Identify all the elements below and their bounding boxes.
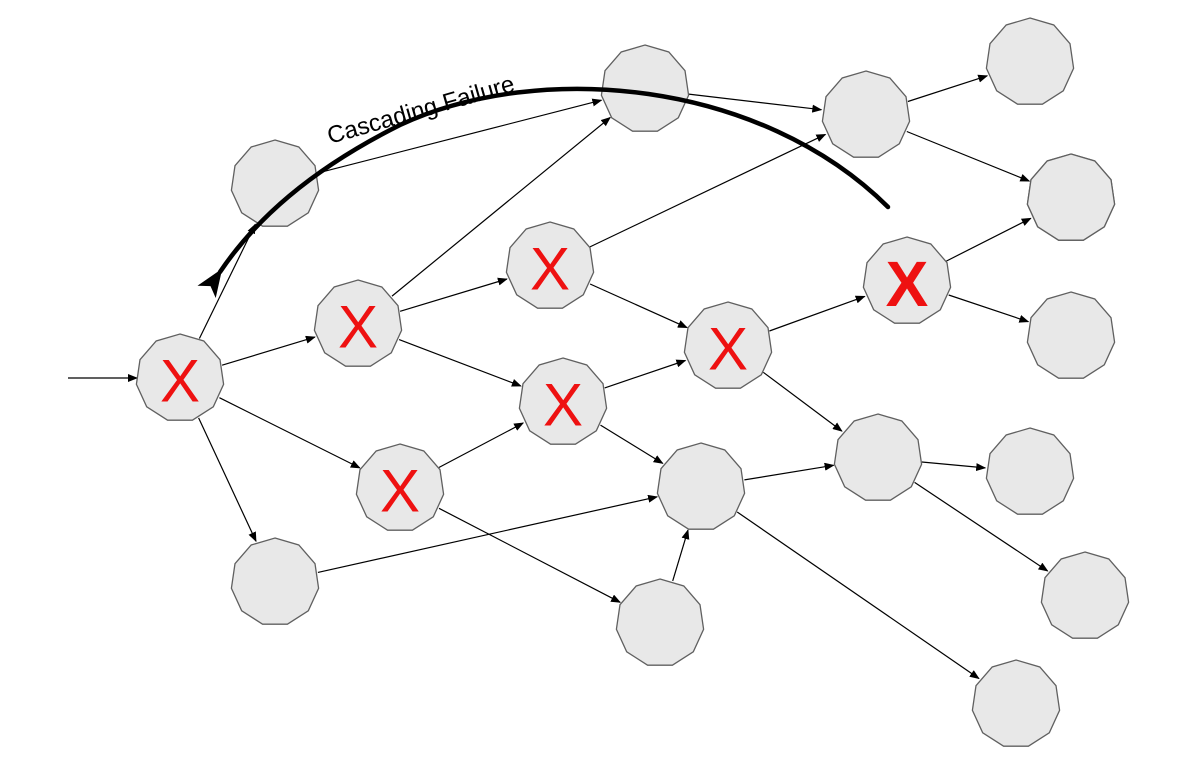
node-shape (135, 333, 225, 421)
edge-upper-right-a-to-top-right-b (906, 130, 1031, 182)
edge-mid-lower-to-bottom-mid (438, 507, 621, 603)
edge-center-upper-to-center-right (589, 283, 688, 329)
node-upper-left (230, 139, 320, 227)
node-shape (862, 236, 952, 324)
node-lower-left (230, 537, 320, 625)
edge-mid-upper-to-center-lower (398, 339, 522, 387)
edge-entry-to-upper-left (198, 223, 256, 339)
node-mid-lower: X (355, 443, 445, 531)
edge-bottom-mid-to-hub-lower (672, 529, 690, 582)
failure-x-mark: X (530, 236, 570, 303)
edge-hub-lower-to-right-hub (744, 462, 835, 481)
node-shape (821, 70, 911, 158)
node-shape (600, 44, 690, 132)
edge-center-right-to-right-hub (762, 371, 843, 432)
node-shape (518, 357, 608, 445)
edge-mid-upper-to-top (391, 116, 611, 297)
node-far-right-2 (1026, 291, 1116, 379)
node-upper-right-a (821, 70, 911, 158)
node-center-right: X (683, 301, 773, 389)
failure-x-mark: X (380, 458, 420, 525)
node-shape (313, 279, 403, 367)
cascade-arrow (197, 86, 891, 299)
failure-x-mark: X (338, 294, 378, 361)
node-right-hub (833, 413, 923, 501)
node-far-bottom (971, 659, 1061, 747)
node-shape (985, 17, 1075, 105)
node-far-right-1 (1026, 153, 1116, 241)
node-hub-lower (656, 442, 746, 530)
node-entry: X (135, 333, 225, 421)
edge-right-failed-to-far-right-1 (946, 217, 1032, 262)
edge-entry-to-mid-lower (219, 397, 361, 469)
failure-x-mark: X (160, 348, 200, 415)
node-shape (1026, 153, 1116, 241)
node-top-right-a (985, 17, 1075, 105)
node-shape (1040, 551, 1130, 639)
node-shape (833, 413, 923, 501)
edge-mid-lower-to-center-lower (438, 422, 525, 469)
node-right-failed: X (862, 236, 952, 324)
failure-x-mark: X (708, 316, 748, 383)
edge-entry-to-mid-upper (221, 335, 316, 366)
node-layer: X X X X X X X (135, 17, 1130, 747)
node-bottom-mid (615, 578, 705, 666)
edge-entry-to-lower-left (198, 417, 257, 543)
edge-hub-lower-to-far-bottom (736, 511, 980, 680)
failure-x-mark: X (886, 248, 929, 320)
edge-center-right-to-right-failed (769, 295, 866, 332)
failure-x-mark: X (543, 372, 583, 439)
edge-upper-right-a-to-top-right-a (907, 74, 989, 103)
node-shape (985, 427, 1075, 515)
node-shape (683, 301, 773, 389)
node-shape (230, 537, 320, 625)
node-shape (230, 139, 320, 227)
node-shape (505, 221, 595, 309)
edge-layer (198, 74, 1049, 680)
node-shape (355, 443, 445, 531)
edge-mid-upper-to-center-upper (399, 277, 508, 312)
node-far-right-3 (985, 427, 1075, 515)
edge-lower-left-to-hub-lower (317, 494, 659, 573)
edge-right-hub-to-far-right-4 (914, 481, 1049, 572)
node-center-lower: X (518, 357, 608, 445)
edge-right-hub-to-far-right-3 (921, 461, 987, 472)
node-top (600, 44, 690, 132)
edge-center-upper-to-upper-right-a (589, 133, 827, 248)
edge-top-to-upper-right-a (688, 93, 823, 113)
edge-center-lower-to-center-right (604, 359, 687, 389)
node-mid-upper: X (313, 279, 403, 367)
node-shape (1026, 291, 1116, 379)
node-center-upper: X (505, 221, 595, 309)
edge-right-failed-to-far-right-2 (948, 294, 1030, 323)
node-shape (615, 578, 705, 666)
node-shape (656, 442, 746, 530)
node-far-right-4 (1040, 551, 1130, 639)
edge-center-lower-to-hub-lower (600, 424, 664, 464)
cascading-failure-label: Cascading Failure (324, 70, 517, 149)
node-shape (971, 659, 1061, 747)
edge-upper-left-to-top (317, 98, 603, 174)
